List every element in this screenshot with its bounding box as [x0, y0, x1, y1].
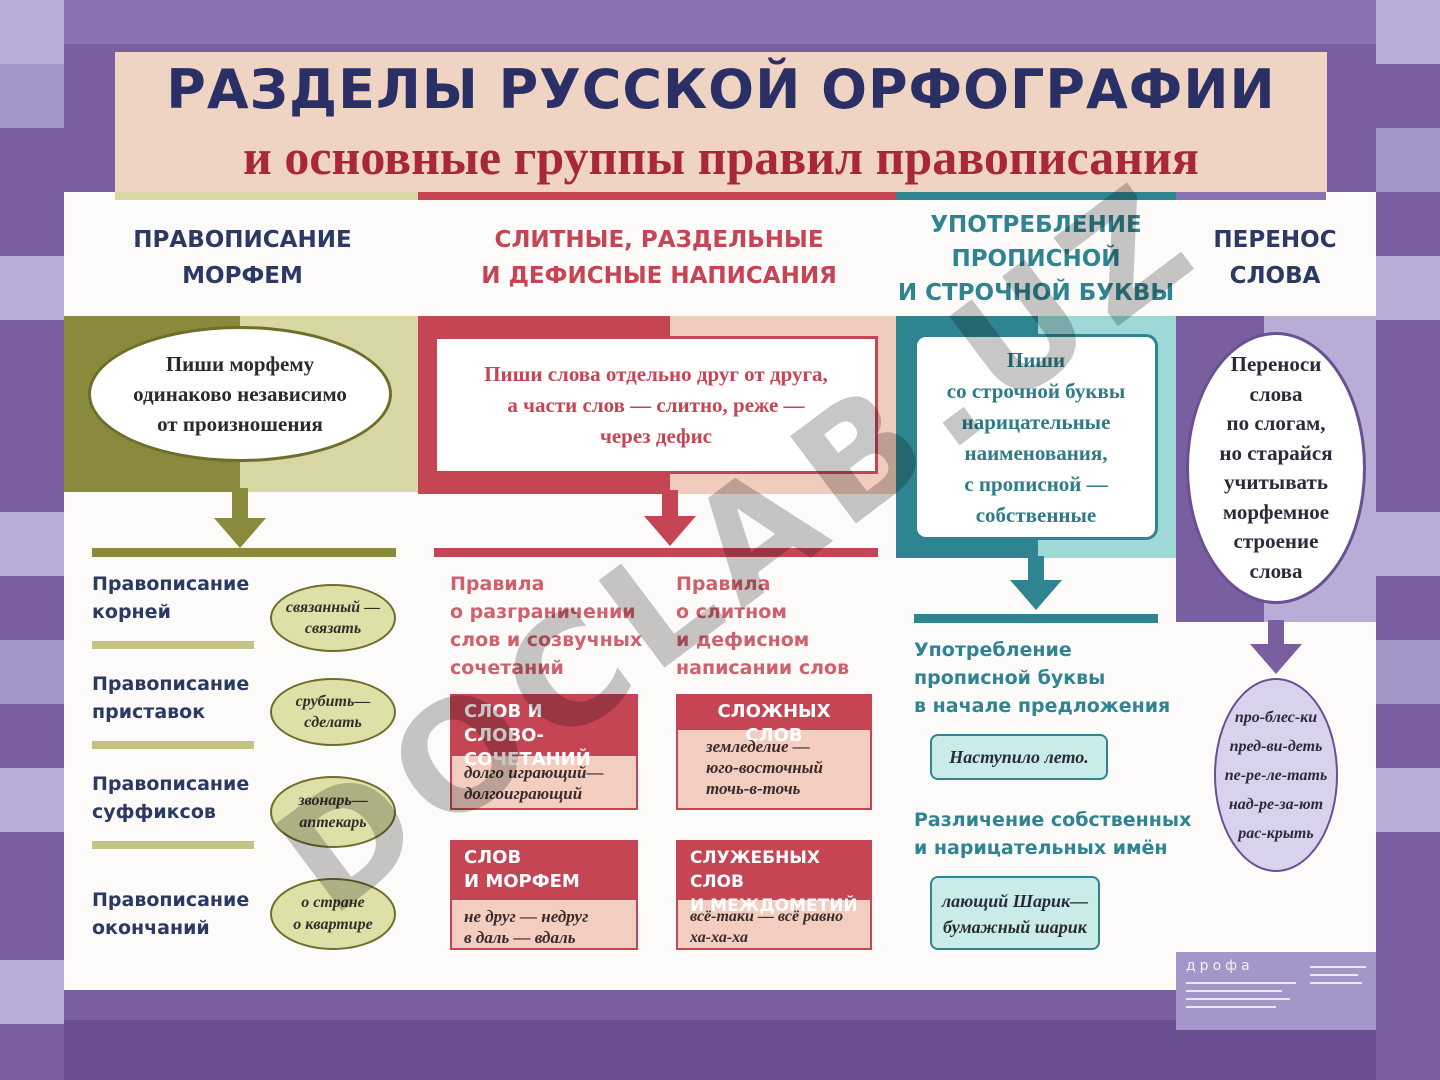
joint-card-words: СЛОВ И СЛОВО-СОЧЕТАНИЙ долго играющий—до…: [450, 694, 638, 810]
hyphenation-arrow: [1250, 620, 1302, 674]
morpheme-example-oval: связанный —связать: [270, 584, 396, 652]
morpheme-example-oval: срубить—сделать: [270, 678, 396, 746]
joint-rule-box: Пиши слова отдельно друг от друга,а част…: [434, 336, 878, 474]
morphemes-arrow: [214, 488, 266, 548]
joint-arrow: [644, 490, 696, 546]
capital-example-names: лающий Шарик—бумажный шарик: [930, 876, 1100, 950]
capital-example-sentence: Наступило лето.: [930, 734, 1108, 780]
capital-arrow: [1010, 556, 1062, 610]
page-title: РАЗДЕЛЫ РУССКОЙ ОРФОГРАФИИ: [166, 58, 1276, 121]
page-subtitle: и основные группы правил правописания: [243, 129, 1199, 185]
publisher-logo: дрофа: [1186, 958, 1254, 974]
morpheme-example-oval: звонарь—аптекарь: [270, 776, 396, 848]
title-banner: [115, 52, 1327, 192]
